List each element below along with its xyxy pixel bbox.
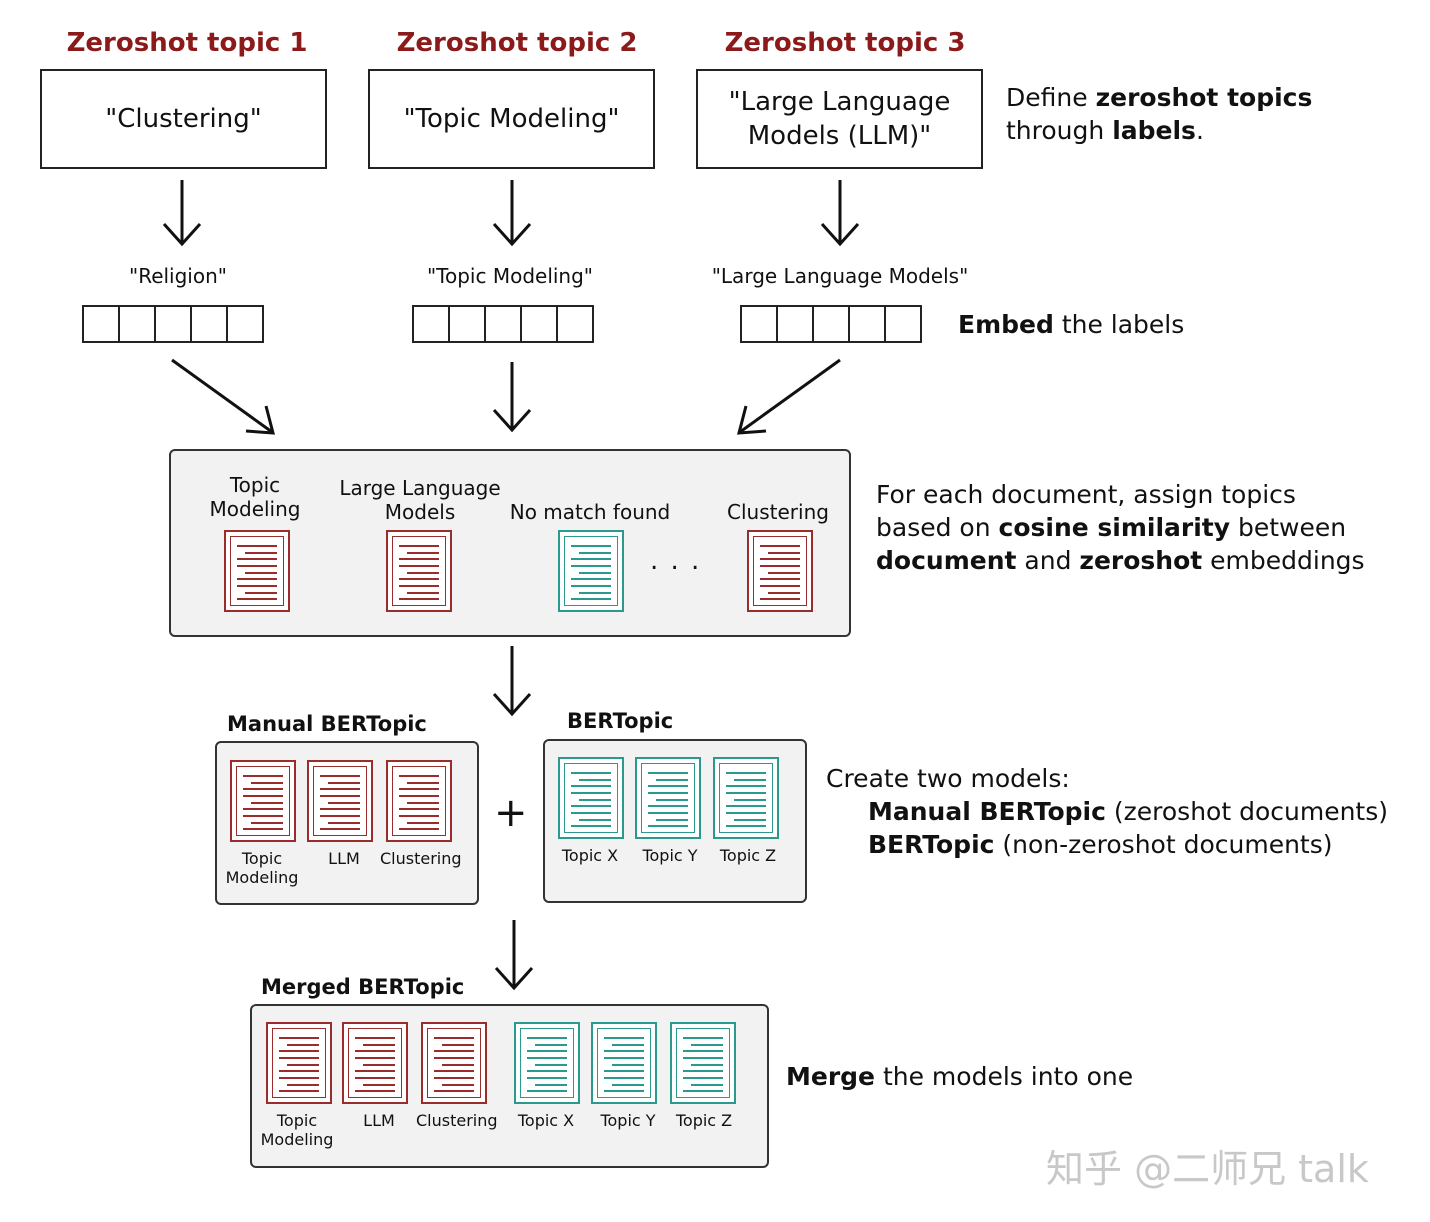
plus-sign: +: [494, 790, 528, 836]
embedding3-vector: [740, 305, 922, 343]
define-note-bold2: labels: [1112, 116, 1196, 145]
define-note-text2: through: [1006, 116, 1113, 145]
embed-note: Embed the labels: [958, 308, 1184, 341]
manual-doc-2: [307, 760, 373, 842]
assign-doc-4: [747, 530, 813, 612]
bertopic-doc1-caption: Topic X: [561, 846, 619, 865]
bertopic-doc2-caption: Topic Y: [642, 846, 698, 865]
merged-panel-title: Merged BERTopic: [261, 975, 465, 999]
merged-doc-3: [421, 1022, 487, 1104]
merged-doc3-caption: Clustering: [416, 1111, 498, 1130]
bertopic-doc3-caption: Topic Z: [719, 846, 777, 865]
topic1-label-line1: "Clustering": [105, 104, 262, 134]
watermark: 知乎 @二师兄 talk: [1046, 1147, 1369, 1191]
merged-doc2-caption: LLM: [363, 1111, 395, 1130]
define-note: Define zeroshot topics through labels.: [1006, 81, 1312, 147]
create-note: Create two models: Manual BERTopic (zero…: [826, 764, 1389, 859]
embedding3-label: "Large Language Models": [711, 264, 969, 288]
bertopic-doc-1: [558, 757, 624, 839]
assign-doc-3: [558, 530, 624, 612]
define-note-period: .: [1195, 116, 1204, 145]
topic2-label-box: "Topic Modeling": [368, 69, 655, 169]
topic3-label-line2: Models (LLM)": [747, 121, 932, 151]
bertopic-panel-title: BERTopic: [567, 709, 674, 733]
assign-doc4-caption: Clustering: [727, 500, 829, 524]
assign-doc-2: [386, 530, 452, 612]
define-note-bold: zeroshot topics: [1095, 83, 1313, 112]
embedding2-label: "Topic Modeling": [426, 264, 594, 288]
arrow-emb1-diag: [171, 358, 273, 434]
merged-doc6-caption: Topic Z: [675, 1111, 733, 1130]
merged-doc-2: [342, 1022, 408, 1104]
manual-panel-title: Manual BERTopic: [227, 712, 427, 736]
topic3-title: Zeroshot topic 3: [724, 28, 966, 58]
bertopic-doc-2: [635, 757, 701, 839]
embedding1-label: "Religion": [129, 264, 227, 288]
embed-note-bold: Embed: [958, 310, 1054, 339]
assign-note: For each document, assign topics based o…: [876, 480, 1365, 575]
merged-doc-6: [670, 1022, 736, 1104]
topic1-label-box: "Clustering": [40, 69, 327, 169]
merged-doc5-caption: Topic Y: [600, 1111, 656, 1130]
arrow-emb3-diag: [739, 358, 841, 434]
merged-doc-1: [266, 1022, 332, 1104]
ellipsis: . . .: [650, 546, 702, 576]
topic1-title: Zeroshot topic 1: [66, 28, 308, 58]
merged-doc-4: [514, 1022, 580, 1104]
manual-doc-1: [230, 760, 296, 842]
manual-doc2-caption: LLM: [328, 849, 360, 868]
topic2-label-line1: "Topic Modeling": [403, 104, 620, 134]
embedding2-vector: [412, 305, 594, 343]
merged-doc4-caption: Topic X: [517, 1111, 575, 1130]
assign-doc-1: [224, 530, 290, 612]
assign-doc3-caption: No match found: [509, 500, 671, 524]
topic2-title: Zeroshot topic 2: [396, 28, 638, 58]
embedding1-vector: [82, 305, 264, 343]
embed-note-text: the labels: [1053, 310, 1185, 339]
topic3-label-line1: "Large Language: [728, 87, 951, 117]
bertopic-doc-3: [713, 757, 779, 839]
manual-doc-3: [386, 760, 452, 842]
define-note-text: Define: [1006, 83, 1096, 112]
merged-doc-5: [591, 1022, 657, 1104]
merge-note: Merge the models into one: [786, 1062, 1134, 1091]
manual-doc3-caption: Clustering: [380, 849, 462, 868]
